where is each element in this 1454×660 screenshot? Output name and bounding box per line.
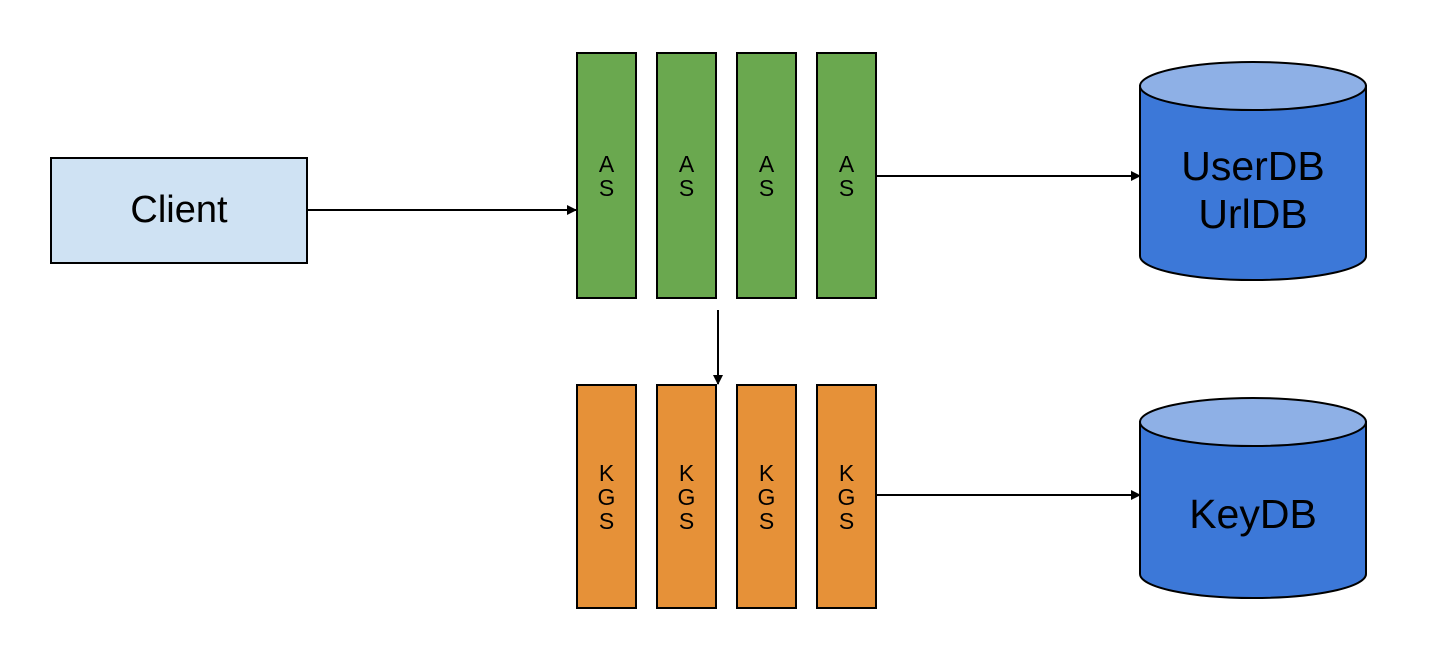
kgs-server-2: K G S — [656, 384, 717, 609]
kgs-server-label: K G S — [677, 459, 696, 534]
userdb-label: UserDB UrlDB — [1181, 143, 1325, 237]
userdb-cylinder — [1139, 61, 1367, 281]
kgs-server-4: K G S — [816, 384, 877, 609]
keydb-cylinder — [1139, 397, 1367, 599]
as-server-label: A S — [678, 150, 695, 201]
client-label: Client — [130, 189, 228, 231]
keydb-label: KeyDB — [1189, 491, 1317, 537]
kgs-server-label: K G S — [757, 459, 776, 534]
as-server-2: A S — [656, 52, 717, 299]
kgs-server-label: K G S — [597, 459, 616, 534]
as-server-label: A S — [598, 150, 615, 201]
as-server-1: A S — [576, 52, 637, 299]
as-server-label: A S — [758, 150, 775, 201]
as-server-4: A S — [816, 52, 877, 299]
kgs-server-3: K G S — [736, 384, 797, 609]
kgs-server-1: K G S — [576, 384, 637, 609]
as-server-3: A S — [736, 52, 797, 299]
as-server-label: A S — [838, 150, 855, 201]
client-node: Client — [50, 157, 308, 264]
kgs-server-label: K G S — [837, 459, 856, 534]
